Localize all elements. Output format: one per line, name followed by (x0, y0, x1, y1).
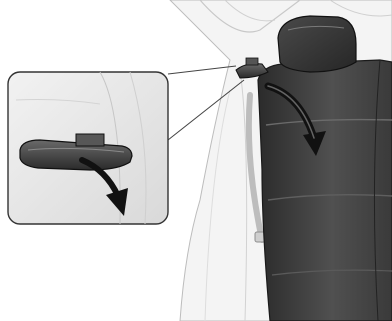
headrest (278, 16, 356, 72)
detail-callout-panel (8, 72, 168, 224)
rear-seatback (258, 60, 392, 321)
